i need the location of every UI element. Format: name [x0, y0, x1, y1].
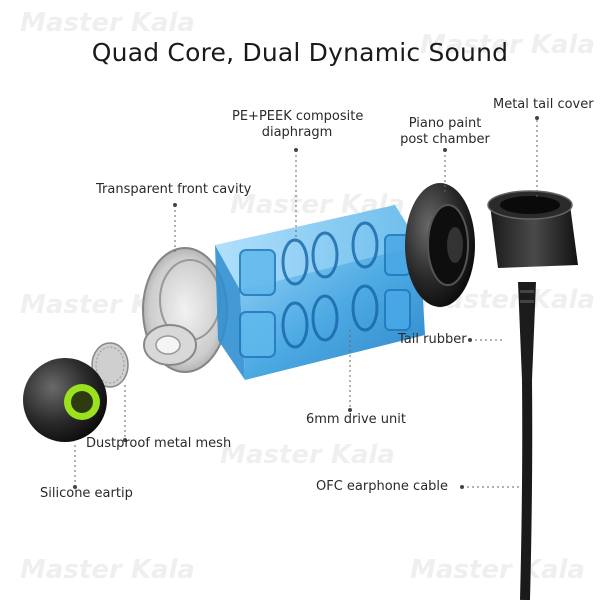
watermark: Master Kala: [420, 30, 595, 60]
cable-shape: [518, 282, 536, 600]
label-tail-cover: Metal tail cover: [493, 97, 594, 112]
watermark: Master Kala: [20, 555, 195, 585]
label-piano-paint: Piano paint post chamber: [395, 116, 495, 148]
eartip-shape: [23, 358, 107, 442]
label-diaphragm-line2: diaphragm: [261, 125, 333, 140]
label-diaphragm: PE+PEEK composite diaphragm: [232, 109, 364, 141]
label-piano-line1: Piano paint: [408, 116, 482, 131]
leader-dots: [73, 116, 539, 489]
label-front-cavity: Transparent front cavity: [96, 182, 252, 197]
watermark: Master Kala: [410, 555, 585, 585]
mesh-shape: [91, 342, 129, 388]
label-drive-unit: 6mm drive unit: [306, 412, 406, 427]
label-tail-rubber: Tail rubber: [398, 332, 467, 347]
label-diaphragm-line1: PE+PEEK composite: [232, 109, 364, 124]
drive-unit-box: [215, 205, 425, 380]
watermark: Master Kala: [220, 440, 395, 470]
leader-lines: [74, 120, 538, 488]
front-cavity-shape: [142, 247, 228, 373]
label-eartip: Silicone eartip: [40, 486, 133, 501]
page-title: Quad Core, Dual Dynamic Sound: [91, 38, 509, 67]
rear-chamber-shape: [405, 183, 475, 307]
label-piano-line2: post chamber: [400, 132, 490, 147]
tail-cover-shape: [487, 190, 578, 268]
label-cable: OFC earphone cable: [316, 479, 449, 494]
watermark: Master Kala: [20, 8, 195, 38]
label-mesh: Dustproof metal mesh: [86, 436, 232, 451]
